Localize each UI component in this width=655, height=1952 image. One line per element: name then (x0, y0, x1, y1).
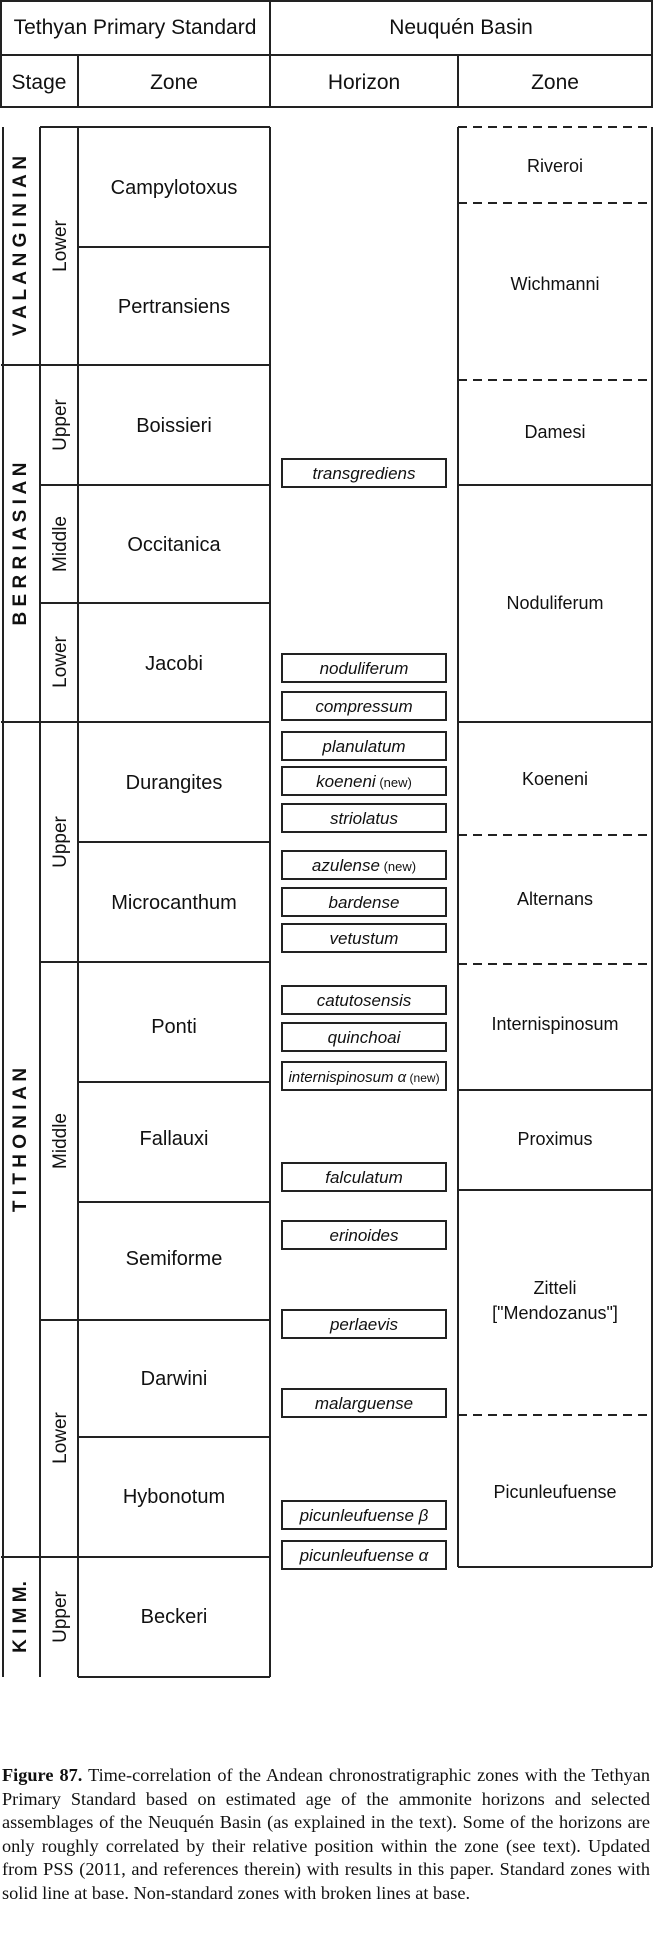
header-zone: Zone (150, 71, 198, 94)
horizon-label: koeneni (new) (316, 772, 412, 791)
stage-kimm: K I M M. (10, 1581, 31, 1653)
correlation-chart: Tethyan Primary Standard Neuquén Basin S… (0, 0, 653, 1678)
horizon-label: azulense (new) (312, 856, 416, 875)
tethyan-zone: Jacobi (145, 653, 203, 675)
neuquen-zone: Picunleufuense (493, 1482, 616, 1502)
horizon-label: compressum (315, 697, 412, 716)
tethyan-zone: Hybonotum (123, 1486, 225, 1508)
tethyan-zone: Fallauxi (140, 1128, 209, 1150)
substage-berriasian-middle: Middle (50, 516, 71, 572)
tethyan-zone: Semiforme (126, 1248, 223, 1270)
neuquen-zone: ["Mendozanus"] (492, 1303, 618, 1323)
horizon-label: quinchoai (328, 1028, 402, 1047)
tethyan-zone: Campylotoxus (111, 177, 238, 199)
substage-kimm-upper: Upper (50, 1590, 71, 1642)
horizon-box (281, 458, 447, 488)
horizon-box (281, 1388, 447, 1418)
substage-berriasian-lower: Lower (50, 635, 71, 687)
tethyan-zone: Beckeri (141, 1606, 208, 1628)
horizon-box (281, 1540, 447, 1570)
horizon-label: catutosensis (317, 991, 412, 1010)
horizon-label: transgrediens (312, 464, 416, 483)
horizon-label: picunleufuense α (299, 1546, 430, 1565)
neuquen-zone: Koeneni (522, 769, 588, 789)
tethyan-zone: Durangites (126, 772, 223, 794)
horizon-box (281, 1022, 447, 1052)
tethyan-zone: Pertransiens (118, 296, 230, 318)
stage-berriasian: B E R R I A S I A N (10, 463, 31, 626)
header-neuquen: Neuquén Basin (389, 16, 533, 39)
horizon-label: striolatus (330, 809, 399, 828)
header-tethyan: Tethyan Primary Standard (14, 16, 257, 39)
substage-valanginian-lower: Lower (50, 219, 71, 271)
header-horizon: Horizon (328, 71, 400, 94)
stage-valanginian: V A L A N G I N I A N (10, 156, 31, 336)
horizon-box (281, 985, 447, 1015)
stage-tithonian: T I T H O N I A N (10, 1068, 31, 1212)
horizon-box (281, 850, 447, 880)
header-stage: Stage (12, 71, 67, 94)
horizon-box (281, 1220, 447, 1250)
neuquen-zone: Alternans (517, 889, 593, 909)
neuquen-zone: Wichmanni (510, 274, 599, 294)
horizon-box (281, 803, 447, 833)
substage-tithonian-middle: Middle (50, 1113, 71, 1169)
horizon-label: malarguense (315, 1394, 413, 1413)
horizon-label: bardense (329, 893, 400, 912)
caption-label: Figure 87. (2, 1765, 83, 1785)
caption-text: Time-correlation of the Andean chronostr… (2, 1765, 650, 1903)
header-nzone: Zone (531, 71, 579, 94)
horizon-box (281, 766, 447, 796)
neuquen-zone: Proximus (517, 1129, 592, 1149)
horizon-box (281, 1162, 447, 1192)
tethyan-zone: Occitanica (127, 534, 221, 556)
substage-tithonian-upper: Upper (50, 815, 71, 867)
horizon-label: internispinosum α (new) (288, 1069, 439, 1086)
horizon-label: perlaevis (329, 1315, 399, 1334)
tethyan-zone: Ponti (151, 1016, 197, 1038)
horizon-label: picunleufuense β (299, 1506, 429, 1525)
horizon-box (281, 923, 447, 953)
tethyan-zone: Microcanthum (111, 892, 237, 914)
figure-caption: Figure 87. Time-correlation of the Andea… (2, 1764, 650, 1905)
neuquen-zone: Zitteli (533, 1278, 576, 1298)
horizon-label: vetustum (330, 929, 399, 948)
substage-berriasian-upper: Upper (50, 398, 71, 450)
horizon-box (281, 1500, 447, 1530)
substage-tithonian-lower: Lower (50, 1411, 71, 1463)
neuquen-zone: Noduliferum (506, 593, 603, 613)
horizon-label: falculatum (325, 1168, 402, 1187)
horizon-label: noduliferum (320, 659, 409, 678)
horizon-label: erinoides (330, 1226, 399, 1245)
header-nzone-box (457, 54, 653, 108)
horizon-box (281, 1061, 447, 1091)
neuquen-zone: Internispinosum (491, 1014, 618, 1034)
horizon-box (281, 731, 447, 761)
tethyan-zone: Darwini (141, 1368, 208, 1390)
horizon-box (281, 653, 447, 683)
neuquen-zone: Damesi (524, 422, 585, 442)
horizon-box (281, 887, 447, 917)
horizon-box (281, 691, 447, 721)
horizon-label: planulatum (321, 737, 405, 756)
horizon-box (281, 1309, 447, 1339)
neuquen-zone: Riveroi (527, 156, 583, 176)
tethyan-zone: Boissieri (136, 415, 212, 437)
